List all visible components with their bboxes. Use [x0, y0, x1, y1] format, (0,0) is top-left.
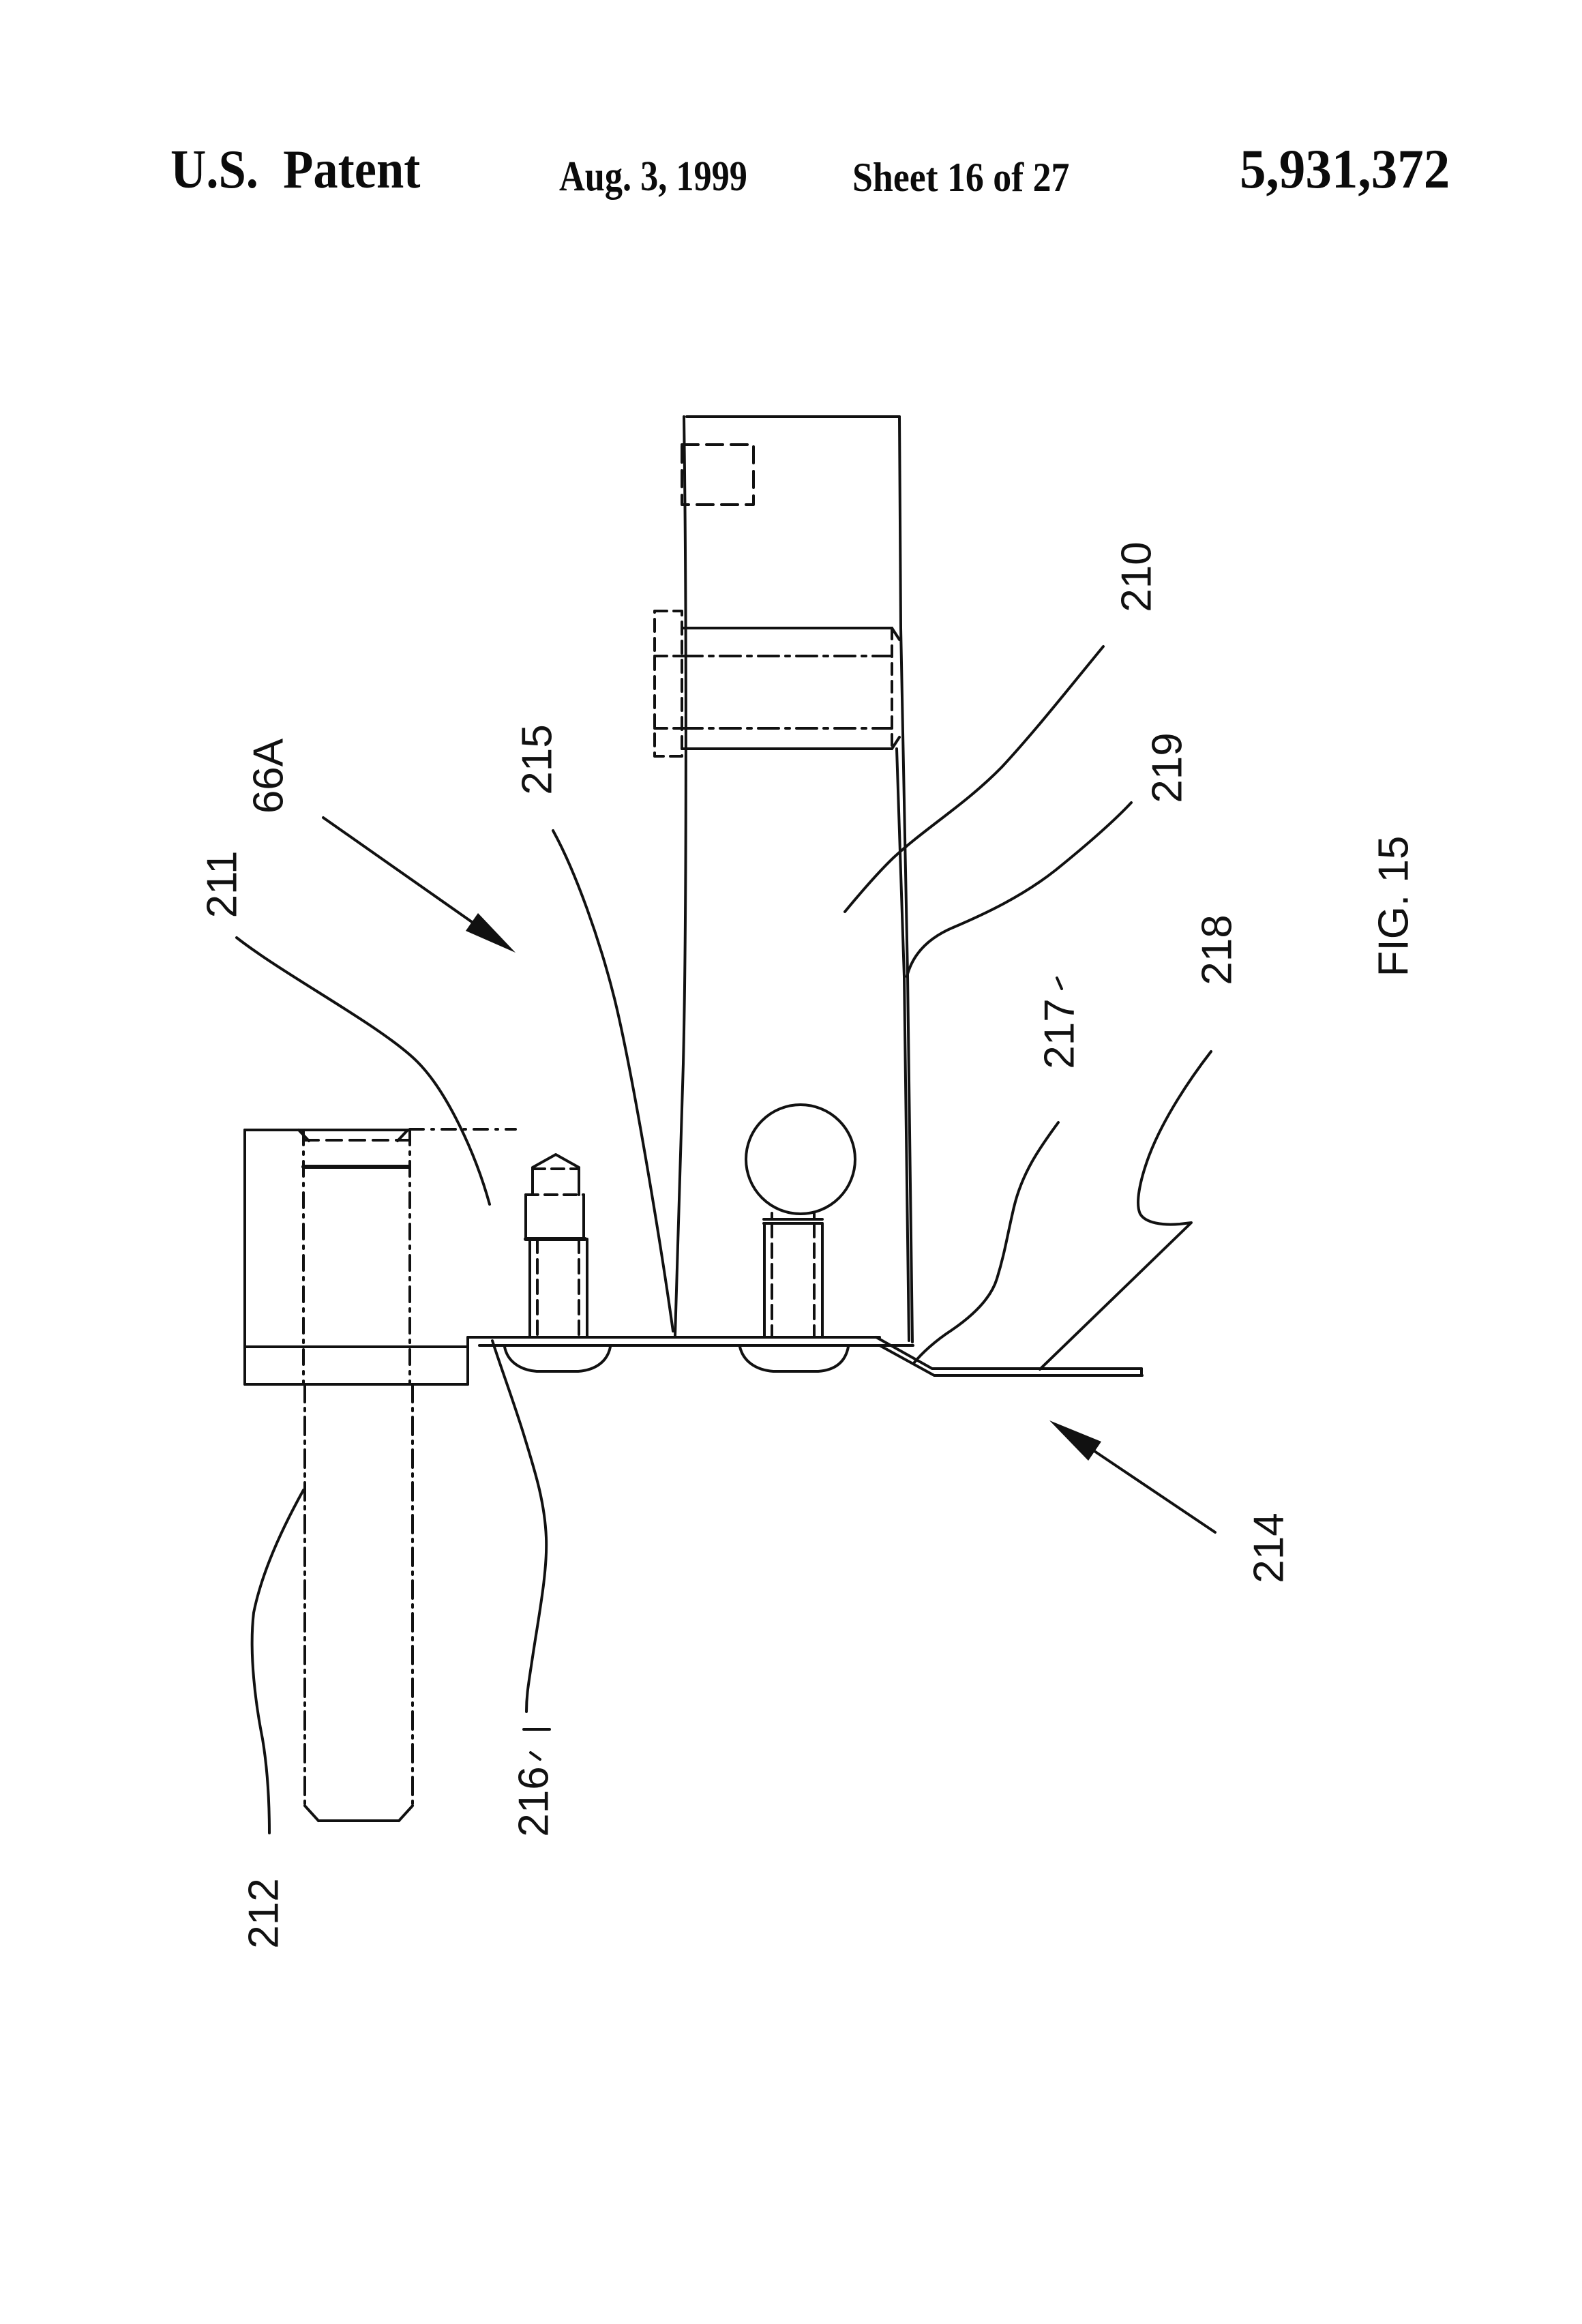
svg-text:215: 215: [514, 724, 561, 794]
svg-text:66A: 66A: [245, 738, 293, 814]
svg-text:219: 219: [1144, 732, 1191, 803]
svg-text:212: 212: [241, 1878, 288, 1948]
svg-text:217: 217: [1036, 998, 1084, 1069]
svg-text:214: 214: [1246, 1513, 1293, 1583]
svg-text:218: 218: [1194, 914, 1241, 985]
svg-text:FIG. 15: FIG. 15: [1371, 836, 1418, 977]
svg-text:211: 211: [199, 851, 246, 919]
svg-text:216: 216: [511, 1766, 558, 1836]
svg-text:210: 210: [1114, 541, 1161, 612]
